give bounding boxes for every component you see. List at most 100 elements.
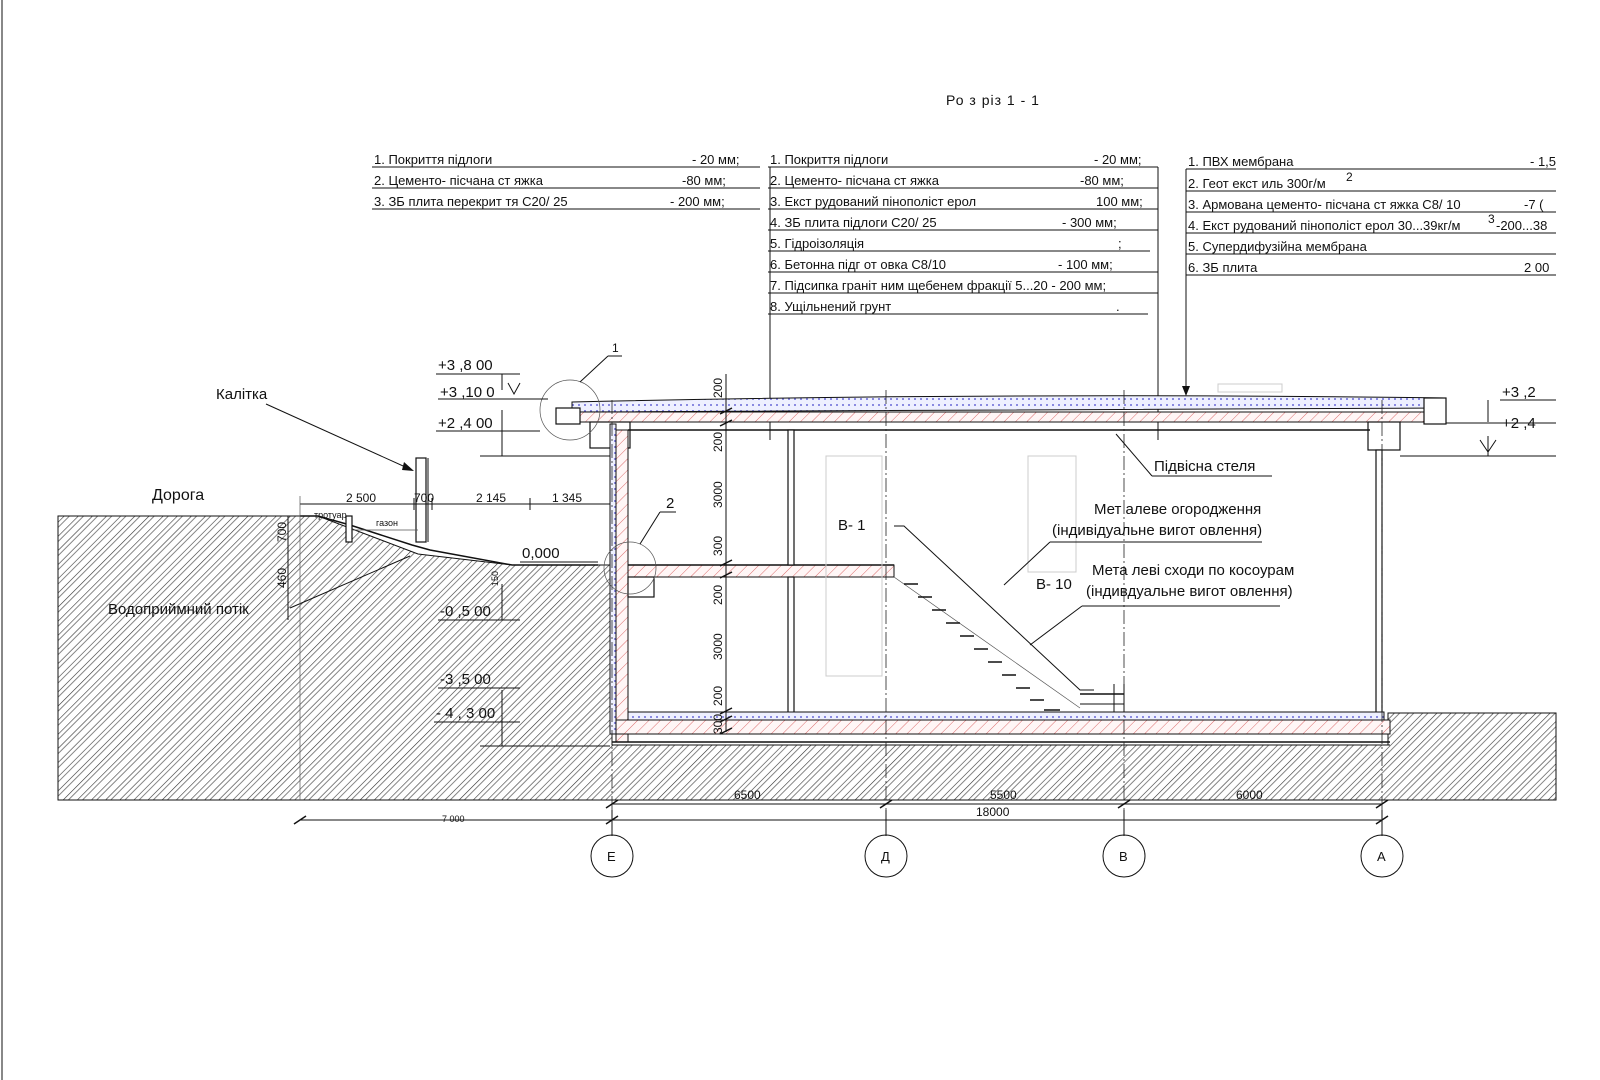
dim-left-v1: 700 [275,522,289,542]
axis-label-a: А [1377,849,1386,864]
axis-label-v: В [1119,849,1128,864]
axis-bubble-d [864,834,908,878]
dim-top-2: 700 [414,491,434,505]
label-sidewalk: тротуар [314,510,347,520]
note-mid-4-value: - 300 мм; [1062,215,1117,230]
roof-overhang-left [555,407,581,425]
note-right-4-sup: 3 [1488,212,1495,226]
basement-slab [615,719,1391,735]
note-left-3-value: - 200 мм; [670,194,725,209]
room-label-b1: В- 1 [838,517,866,534]
note-right-6-value: 2 00 [1524,260,1549,275]
note-right-5: 5. Супердифузійна мембрана [1188,239,1368,254]
note-mid-4: 4. ЗБ плита підлоги С20/ 25 [770,215,937,230]
note-left-2: 2. Цементо- пісчана ст яжка [374,173,544,188]
axis-bubble-a [1360,834,1404,878]
note-right-2-sup: 2 [1346,170,1353,184]
level-l1: +3 ,8 00 [438,357,493,374]
note-left-1: 1. Покриття підлоги [374,152,492,167]
note-left-2-value: -80 мм; [682,173,726,188]
dim-v-7: 200 [711,686,725,706]
note-mid-6-value: - 100 мм; [1058,257,1113,272]
level-marks-right: +3 ,2 +2 ,4 [1400,384,1556,457]
label-drain: Водоприймний потік [108,601,249,618]
dim-left-v2: 460 [275,568,289,588]
leader-gate [265,403,413,471]
dims-vertical: 200 200 3000 300 200 3000 200 300 [711,374,733,735]
label-railing-1: Мет алеве огородження [1094,501,1261,518]
left-wall-insulation [609,423,617,735]
note-right-4-value: -200...38 [1496,218,1547,233]
leader-stairs [1029,605,1083,646]
note-right-3: 3. Армована цементо- пісчана ст яжка С8/… [1188,197,1461,212]
dim-span-1: 6500 [734,788,761,802]
leader-ceiling [1115,433,1153,477]
note-mid-7: 7. Підсипка гранiт ним щебенем фракції 5… [770,278,1106,293]
level-l4: 0,000 [522,545,560,562]
axis-label-e: Е [607,849,616,864]
label-ceiling: Підвісна стеля [1154,458,1255,475]
dim-v-5: 200 [711,585,725,605]
note-mid-8: 8. Ущільнений грунт [770,299,891,314]
callout-circle-2 [603,541,657,595]
interior-column [787,429,795,566]
axis-bubble-e [590,834,634,878]
level-l2: +3 ,10 0 [440,384,495,401]
level-marks-left: +3 ,8 00 +3 ,10 0 +2 ,4 00 0,000 -0 ,5 0… [434,357,610,747]
section-title: Ро з різ 1 - 1 [946,92,1040,108]
note-mid-5: 5. Гідроізоляція [770,236,864,251]
note-mid-2: 2. Цементо- пісчана ст яжка [770,173,940,188]
roof-slab [571,411,1445,423]
left-wall [615,429,629,743]
note-mid-5-value: ; [1118,236,1122,251]
callout-1-label: 1 [612,341,619,355]
dim-left-total: 7 000 [442,814,465,824]
label-stairs-1: Мета леві сходи по косоурам [1092,562,1294,579]
right-column [1375,449,1383,721]
note-mid-1: 1. Покриття підлоги [770,152,888,167]
dim-span-2: 5500 [990,788,1017,802]
dims-top-road: 2 500 700 2 145 1 345 700 460 150 [275,491,610,800]
ground-line [300,515,598,566]
leader-drain [289,555,411,609]
note-right-4: 4. Екст рудований пінополіст ерол 30...3… [1188,218,1461,233]
curb [345,515,353,543]
note-right-1: 1. ПВХ мембрана [1188,154,1294,169]
callout-circle-1 [539,379,601,441]
note-right-6: 6. ЗБ плита [1188,260,1258,275]
notes-left: 1. Покриття підлоги - 20 мм; 2. Цементо-… [372,152,760,210]
note-left-1-value: - 20 мм; [692,152,740,167]
dim-v-4: 300 [711,536,725,556]
note-mid-8-value: . [1116,299,1120,314]
dim-top-3: 2 145 [476,491,506,505]
notes-right: 1. ПВХ мембрана - 1,5 2. Геот екст иль 3… [1186,154,1556,276]
leader-railing [1003,541,1051,586]
dim-top-4: 1 345 [552,491,582,505]
gate-post [415,457,427,543]
roof-beam-right [1367,421,1401,451]
level-l5: -0 ,5 00 [440,603,491,620]
axis-bubble-v [1102,834,1146,878]
roof-overhang-right [1423,397,1447,425]
label-road: Дорога [152,487,204,504]
dim-top-1: 2 500 [346,491,376,505]
floor-slab-1 [627,564,895,578]
label-lawn: газон [376,518,398,528]
dim-v-1: 200 [711,378,725,398]
note-left-3: 3. ЗБ плита перекрит тя С20/ 25 [374,194,568,209]
level-l6: -3 ,5 00 [440,671,491,688]
dim-small-150: 150 [490,571,500,586]
dim-total: 18000 [976,805,1010,819]
note-mid-6: 6. Бетонна підг от овка С8/10 [770,257,946,272]
dim-v-3: 3000 [711,481,725,508]
note-mid-1-value: - 20 мм; [1094,152,1142,167]
note-mid-3: 3. Екст рудований пінополіст ерол [770,194,976,209]
level-r1: +3 ,2 [1502,384,1536,401]
dim-span-3: 6000 [1236,788,1263,802]
label-railing-2: (індивідуальне вигот овлення) [1052,522,1262,539]
level-l7: - 4 , 3 00 [436,705,495,722]
stairs [893,525,1125,712]
note-right-3-value: -7 ( [1524,197,1544,212]
dim-v-2: 200 [711,432,725,452]
